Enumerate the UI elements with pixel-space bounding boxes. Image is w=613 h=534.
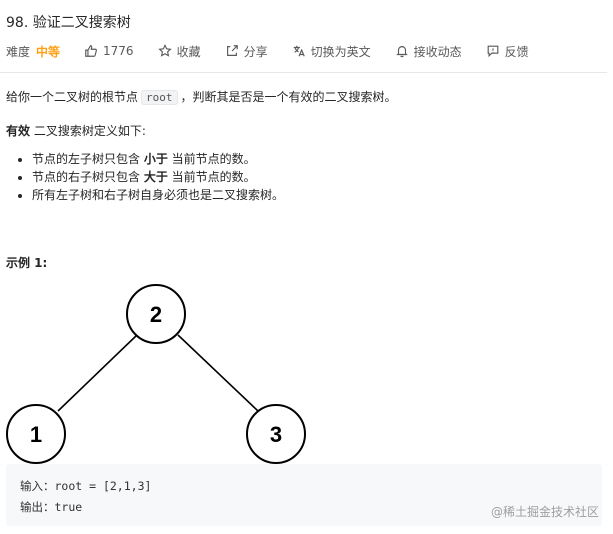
star-icon xyxy=(157,44,172,57)
bell-icon xyxy=(395,46,408,58)
root-code: root xyxy=(141,90,178,105)
feedback-label: 反馈 xyxy=(504,44,529,59)
share-label: 分享 xyxy=(243,44,268,59)
rule-bold: 大于 xyxy=(143,170,168,184)
problem-title: 98. 验证二叉搜索树 xyxy=(6,15,131,31)
difficulty: 难度 中等 xyxy=(6,43,60,60)
thumb-up-icon xyxy=(85,45,97,57)
node-label-root: 2 xyxy=(150,302,162,327)
example-code-block: 输入：root = [2,1,3] 输出：true xyxy=(6,464,602,526)
rule-text: 节点的右子树只包含 xyxy=(32,170,144,184)
edge-root-left xyxy=(57,334,138,412)
definition-bold: 有效 xyxy=(6,124,31,138)
list-item: 节点的左子树只包含 小于 当前节点的数。 xyxy=(32,150,284,168)
rule-text: 当前节点的数。 xyxy=(167,152,256,166)
rule-text: 当前节点的数。 xyxy=(167,170,256,184)
tree-node-left xyxy=(6,404,66,464)
switch-language-button[interactable]: 切换为英文 xyxy=(292,43,371,60)
list-item: 节点的右子树只包含 大于 当前节点的数。 xyxy=(32,168,284,186)
intro-after: ，判断其是否是一个有效的二叉搜索树。 xyxy=(180,90,397,104)
header-divider xyxy=(0,72,607,73)
example-output: 输出：true xyxy=(20,500,83,514)
list-item: 所有左子树和右子树自身必须也是二叉搜索树。 xyxy=(32,186,284,204)
share-button[interactable]: 分享 xyxy=(225,43,268,60)
rule-text: 所有左子树和右子树自身必须也是二叉搜索树。 xyxy=(32,188,285,202)
example-input: 输入：root = [2,1,3] xyxy=(20,479,152,493)
switch-language-label: 切换为英文 xyxy=(310,44,371,59)
edge-root-right xyxy=(177,334,259,412)
favorite-button[interactable]: 收藏 xyxy=(157,43,201,60)
subscribe-label: 接收动态 xyxy=(413,44,462,59)
feedback-icon xyxy=(487,45,499,58)
share-icon xyxy=(226,45,238,56)
node-label-left: 1 xyxy=(30,422,42,447)
rules-list: 节点的左子树只包含 小于 当前节点的数。 节点的右子树只包含 大于 当前节点的数… xyxy=(6,150,284,204)
example-tree-diagram: 2 1 3 xyxy=(6,284,306,464)
feedback-button[interactable]: 反馈 xyxy=(486,43,529,60)
difficulty-value: 中等 xyxy=(36,44,61,59)
translate-icon xyxy=(293,45,305,57)
problem-meta-bar: 难度 中等 1776 收藏 分享 切换为英文 接收动态 反馈 xyxy=(6,42,553,60)
rule-bold: 小于 xyxy=(143,152,168,166)
difficulty-label: 难度 xyxy=(6,44,31,59)
definition-rest: 二叉搜索树定义如下: xyxy=(33,124,146,138)
subscribe-button[interactable]: 接收动态 xyxy=(395,43,462,60)
node-label-right: 3 xyxy=(270,422,282,447)
like-button[interactable]: 1776 xyxy=(84,44,134,58)
rule-text: 节点的左子树只包含 xyxy=(32,152,144,166)
bst-definition: 有效 二叉搜索树定义如下: xyxy=(6,122,146,140)
intro-before: 给你一个二叉树的根节点 xyxy=(6,90,139,104)
like-count: 1776 xyxy=(103,44,134,58)
tree-node-root xyxy=(126,284,186,344)
example-label: 示例 1: xyxy=(6,256,48,270)
tree-node-right xyxy=(246,404,306,464)
watermark: @稀土掘金技术社区 xyxy=(490,505,599,519)
favorite-label: 收藏 xyxy=(176,44,201,59)
